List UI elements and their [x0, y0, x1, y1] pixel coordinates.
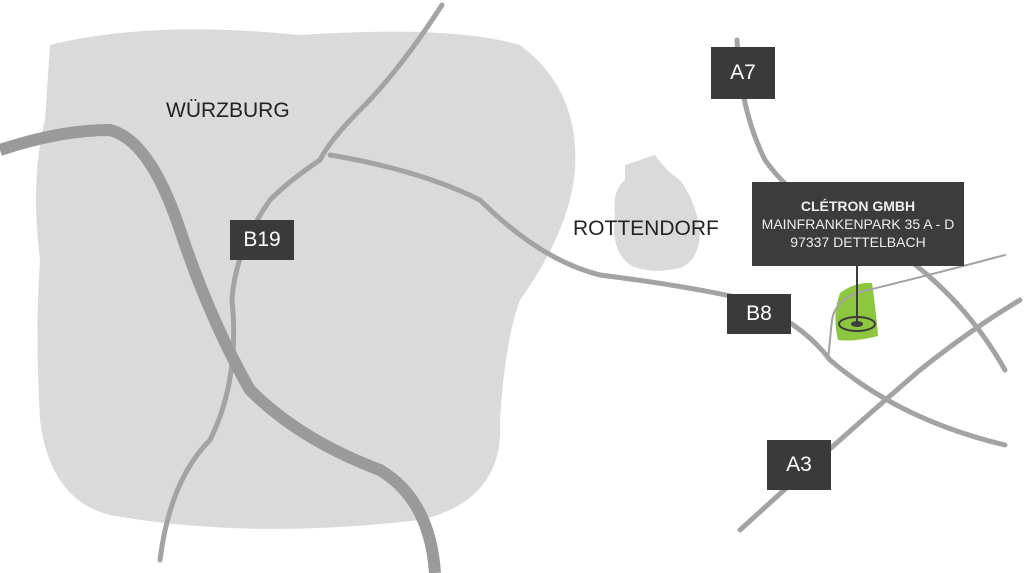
road-sign-b8: B8: [727, 294, 791, 334]
company-name: CLÉTRON GMBH: [800, 198, 916, 214]
rottendorf-area: [614, 155, 700, 271]
road-sign-a7: A7: [711, 47, 775, 99]
road-sign-b19: B19: [230, 220, 294, 260]
company-street: MAINFRANKENPARK 35 A - D: [761, 216, 955, 232]
company-city: 97337 DETTELBACH: [790, 234, 926, 250]
road-a3: [737, 297, 1023, 533]
company-callout: CLÉTRON GMBH MAINFRANKENPARK 35 A - D 97…: [752, 182, 964, 266]
river-main: [0, 123, 441, 573]
road-b8: [327, 152, 1008, 448]
road-access: [827, 254, 1006, 361]
label-wuerzburg: WÜRZBURG: [166, 99, 290, 122]
road-b19: [157, 2, 445, 563]
road-sign-a3: A3: [767, 440, 831, 490]
label-rottendorf: ROTTENDORF: [573, 217, 719, 240]
location-marker-icon[interactable]: [838, 316, 876, 332]
wuerzburg-area: [36, 29, 576, 529]
location-marker-dot: [851, 321, 863, 327]
